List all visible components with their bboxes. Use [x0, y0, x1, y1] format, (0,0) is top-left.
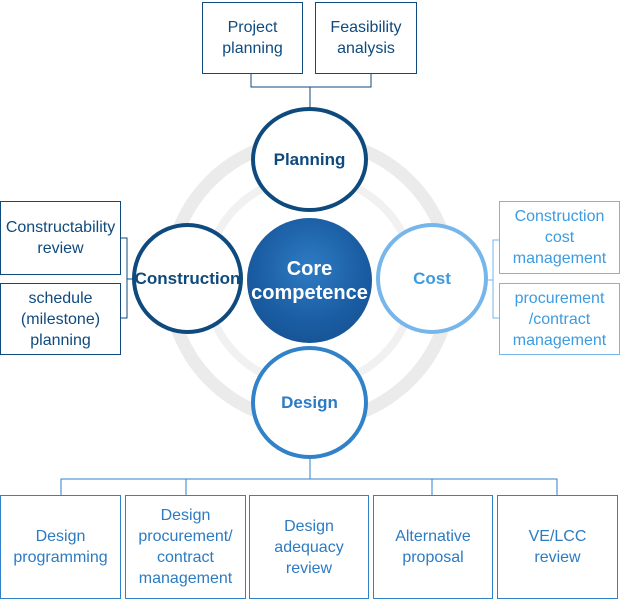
- planning-node: Planning: [251, 107, 368, 212]
- core-competence-label: Core competence: [251, 257, 368, 304]
- procurement-contract-management-box: procurement /contract management: [499, 283, 620, 355]
- construction-node: Construction: [132, 223, 243, 334]
- planning-label: Planning: [273, 149, 346, 169]
- design-connectors: [60, 459, 558, 495]
- design-adequacy-review-box: Design adequacy review: [249, 495, 369, 599]
- design-label: Design: [281, 392, 338, 412]
- construction-label: Construction: [134, 268, 241, 288]
- feasibility-analysis-box: Feasibility analysis: [315, 2, 417, 74]
- design-programming-box: Design programming: [0, 495, 121, 599]
- construction-cost-management-box: Construction cost management: [499, 201, 620, 274]
- construction-connectors: [121, 237, 132, 319]
- cost-connectors: [488, 239, 499, 319]
- planning-connectors: [250, 74, 372, 107]
- schedule-planning-box: schedule (milestone) planning: [0, 283, 121, 355]
- design-node: Design: [251, 346, 368, 459]
- core-competence-node: Core competence: [247, 218, 372, 343]
- cost-label: Cost: [413, 268, 451, 288]
- project-planning-box: Project planning: [202, 2, 303, 74]
- ve-lcc-review-box: VE/LCC review: [497, 495, 618, 599]
- cost-node: Cost: [376, 223, 488, 334]
- design-procurement-box: Design procurement/ contract management: [125, 495, 246, 599]
- alternative-proposal-box: Alternative proposal: [373, 495, 493, 599]
- constructability-review-box: Constructability review: [0, 201, 121, 275]
